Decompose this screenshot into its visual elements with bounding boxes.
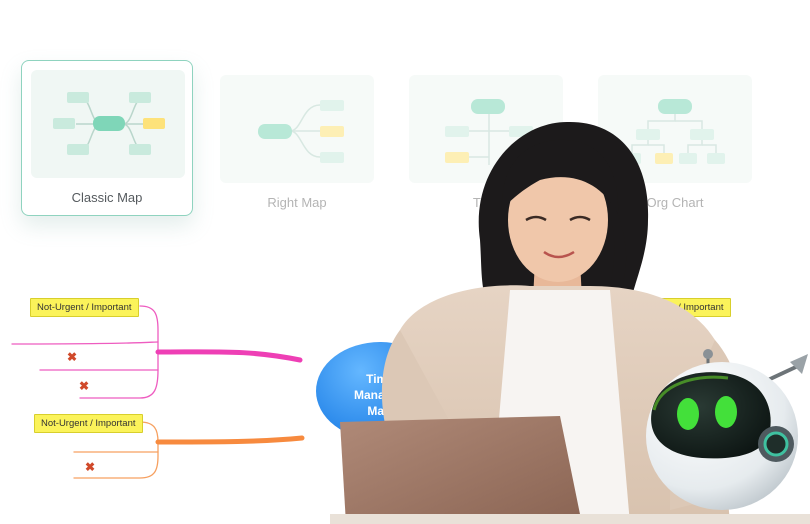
template-card-right-map[interactable]: Right Map	[211, 66, 383, 222]
robot-mascot-illustration	[640, 340, 810, 524]
template-card-classic-map[interactable]: Classic Map	[21, 60, 193, 216]
cross-icon: ✖	[85, 460, 96, 474]
classic-map-thumbnail	[31, 70, 185, 178]
template-label: Org Chart	[646, 195, 704, 210]
right-map-thumbnail	[220, 75, 374, 183]
mindmap-branches	[11, 305, 305, 479]
cross-icon: ✖	[79, 379, 90, 393]
cross-icon: ✖	[67, 350, 78, 364]
template-label: Right Map	[267, 195, 327, 210]
quadrant-tag: Not-Urgent / Important	[34, 414, 143, 433]
quadrant-tag: Not-Urgent / Important	[30, 298, 139, 317]
template-label: Classic Map	[71, 190, 143, 205]
